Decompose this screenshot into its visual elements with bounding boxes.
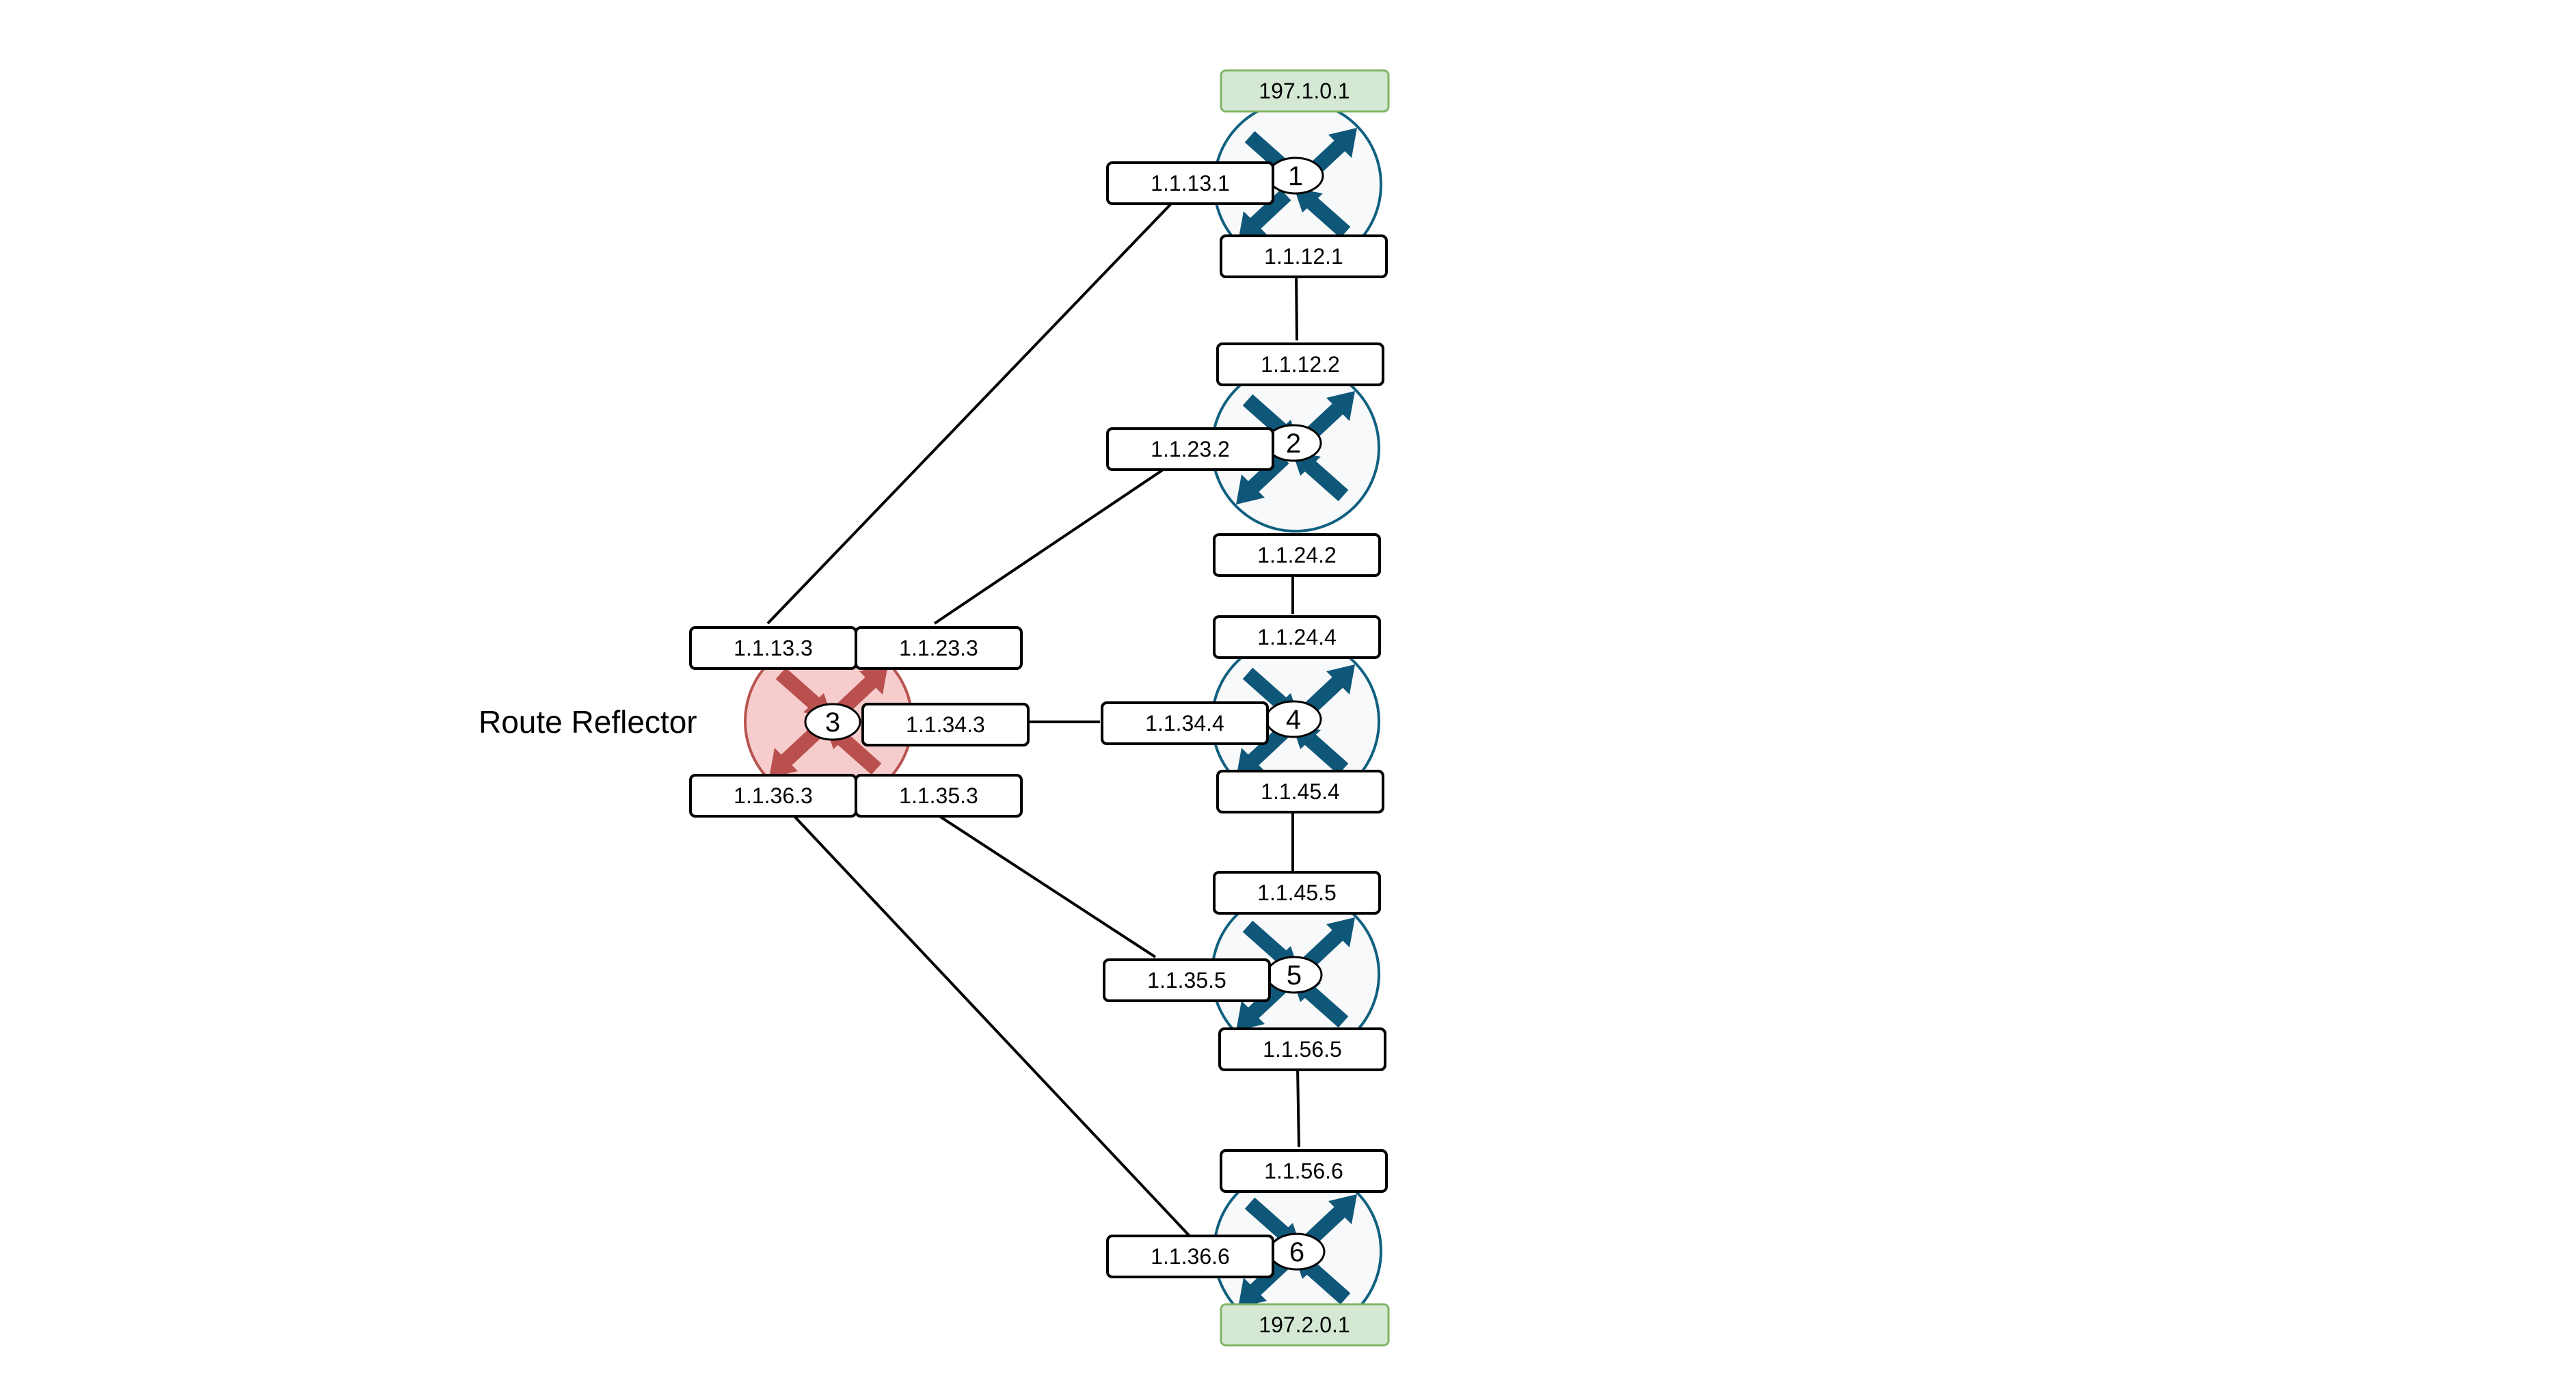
- svg-text:2: 2: [1286, 429, 1301, 459]
- interface-label-1-1-34-3: 1.1.34.3: [861, 703, 1030, 746]
- link-r1-r3: [766, 201, 1174, 625]
- interface-label-1-1-12-1: 1.1.12.1: [1220, 234, 1388, 278]
- interface-label-1-1-56-6: 1.1.56.6: [1220, 1149, 1388, 1193]
- interface-label-1-1-45-5: 1.1.45.5: [1213, 871, 1381, 915]
- router-number-r5: 5: [1265, 956, 1323, 994]
- svg-text:1.1.23.3: 1.1.23.3: [899, 636, 978, 660]
- interface-label-1-1-36-6: 1.1.36.6: [1106, 1235, 1274, 1278]
- interface-label-1-1-23-3: 1.1.23.3: [855, 626, 1023, 670]
- svg-text:5: 5: [1287, 960, 1302, 991]
- loopback-label-r1: 197.1.0.1: [1220, 69, 1390, 113]
- svg-text:1.1.12.2: 1.1.12.2: [1261, 352, 1340, 377]
- svg-text:1: 1: [1288, 161, 1303, 191]
- interface-label-1-1-35-5: 1.1.35.5: [1103, 958, 1271, 1002]
- svg-text:1.1.56.5: 1.1.56.5: [1263, 1037, 1342, 1062]
- link-r2-r3: [933, 469, 1164, 625]
- interface-label-1-1-34-4: 1.1.34.4: [1101, 701, 1269, 745]
- svg-text:1.1.35.5: 1.1.35.5: [1147, 968, 1226, 993]
- router-number-r6: 6: [1268, 1233, 1326, 1271]
- svg-text:1.1.35.3: 1.1.35.3: [899, 783, 978, 808]
- svg-text:1.1.24.2: 1.1.24.2: [1257, 543, 1337, 567]
- svg-text:1.1.34.3: 1.1.34.3: [906, 712, 985, 737]
- svg-text:1.1.45.5: 1.1.45.5: [1257, 880, 1337, 905]
- svg-text:1.1.12.1: 1.1.12.1: [1264, 244, 1343, 269]
- svg-text:197.2.0.1: 197.2.0.1: [1259, 1312, 1350, 1337]
- link-r3-r6: [790, 812, 1191, 1237]
- svg-text:1.1.45.4: 1.1.45.4: [1261, 779, 1340, 804]
- svg-text:1.1.24.4: 1.1.24.4: [1257, 625, 1337, 649]
- interface-label-1-1-13-1: 1.1.13.1: [1106, 161, 1274, 205]
- interface-label-1-1-13-3: 1.1.13.3: [689, 626, 857, 670]
- route-reflector-caption: Route Reflector: [479, 704, 697, 740]
- interface-label-1-1-24-4: 1.1.24.4: [1213, 615, 1381, 659]
- router-number-r1: 1: [1267, 157, 1324, 195]
- interface-label-1-1-12-2: 1.1.12.2: [1216, 342, 1384, 386]
- svg-text:1.1.36.3: 1.1.36.3: [734, 783, 813, 808]
- svg-text:3: 3: [825, 708, 840, 738]
- loopback-label-r6: 197.2.0.1: [1220, 1303, 1390, 1347]
- svg-text:1.1.23.2: 1.1.23.2: [1151, 437, 1230, 461]
- link-r3-r5: [934, 812, 1157, 958]
- link-r1-r2: [1295, 273, 1298, 341]
- interface-label-1-1-23-2: 1.1.23.2: [1106, 427, 1274, 471]
- svg-text:6: 6: [1289, 1237, 1304, 1267]
- svg-text:1.1.13.3: 1.1.13.3: [734, 636, 813, 660]
- router-number-r4: 4: [1265, 700, 1322, 738]
- svg-text:1.1.36.6: 1.1.36.6: [1151, 1244, 1230, 1269]
- svg-text:1.1.13.1: 1.1.13.1: [1151, 171, 1230, 196]
- interface-label-1-1-36-3: 1.1.36.3: [689, 774, 857, 818]
- links: [766, 201, 1300, 1237]
- interface-label-1-1-45-4: 1.1.45.4: [1216, 770, 1384, 813]
- link-r5-r6: [1296, 1066, 1300, 1148]
- interface-label-1-1-56-5: 1.1.56.5: [1218, 1027, 1386, 1071]
- router-number-r3: 3: [804, 703, 861, 741]
- svg-text:4: 4: [1286, 705, 1301, 735]
- svg-text:1.1.56.6: 1.1.56.6: [1264, 1159, 1343, 1183]
- interface-label-1-1-35-3: 1.1.35.3: [855, 774, 1023, 818]
- svg-text:1.1.34.4: 1.1.34.4: [1145, 711, 1224, 736]
- svg-text:197.1.0.1: 197.1.0.1: [1259, 79, 1350, 103]
- interface-labels: 1.1.13.1 1.1.12.1 1.1.12.2 1.1.23.2 1.1.…: [689, 161, 1388, 1278]
- interface-label-1-1-24-2: 1.1.24.2: [1213, 533, 1381, 577]
